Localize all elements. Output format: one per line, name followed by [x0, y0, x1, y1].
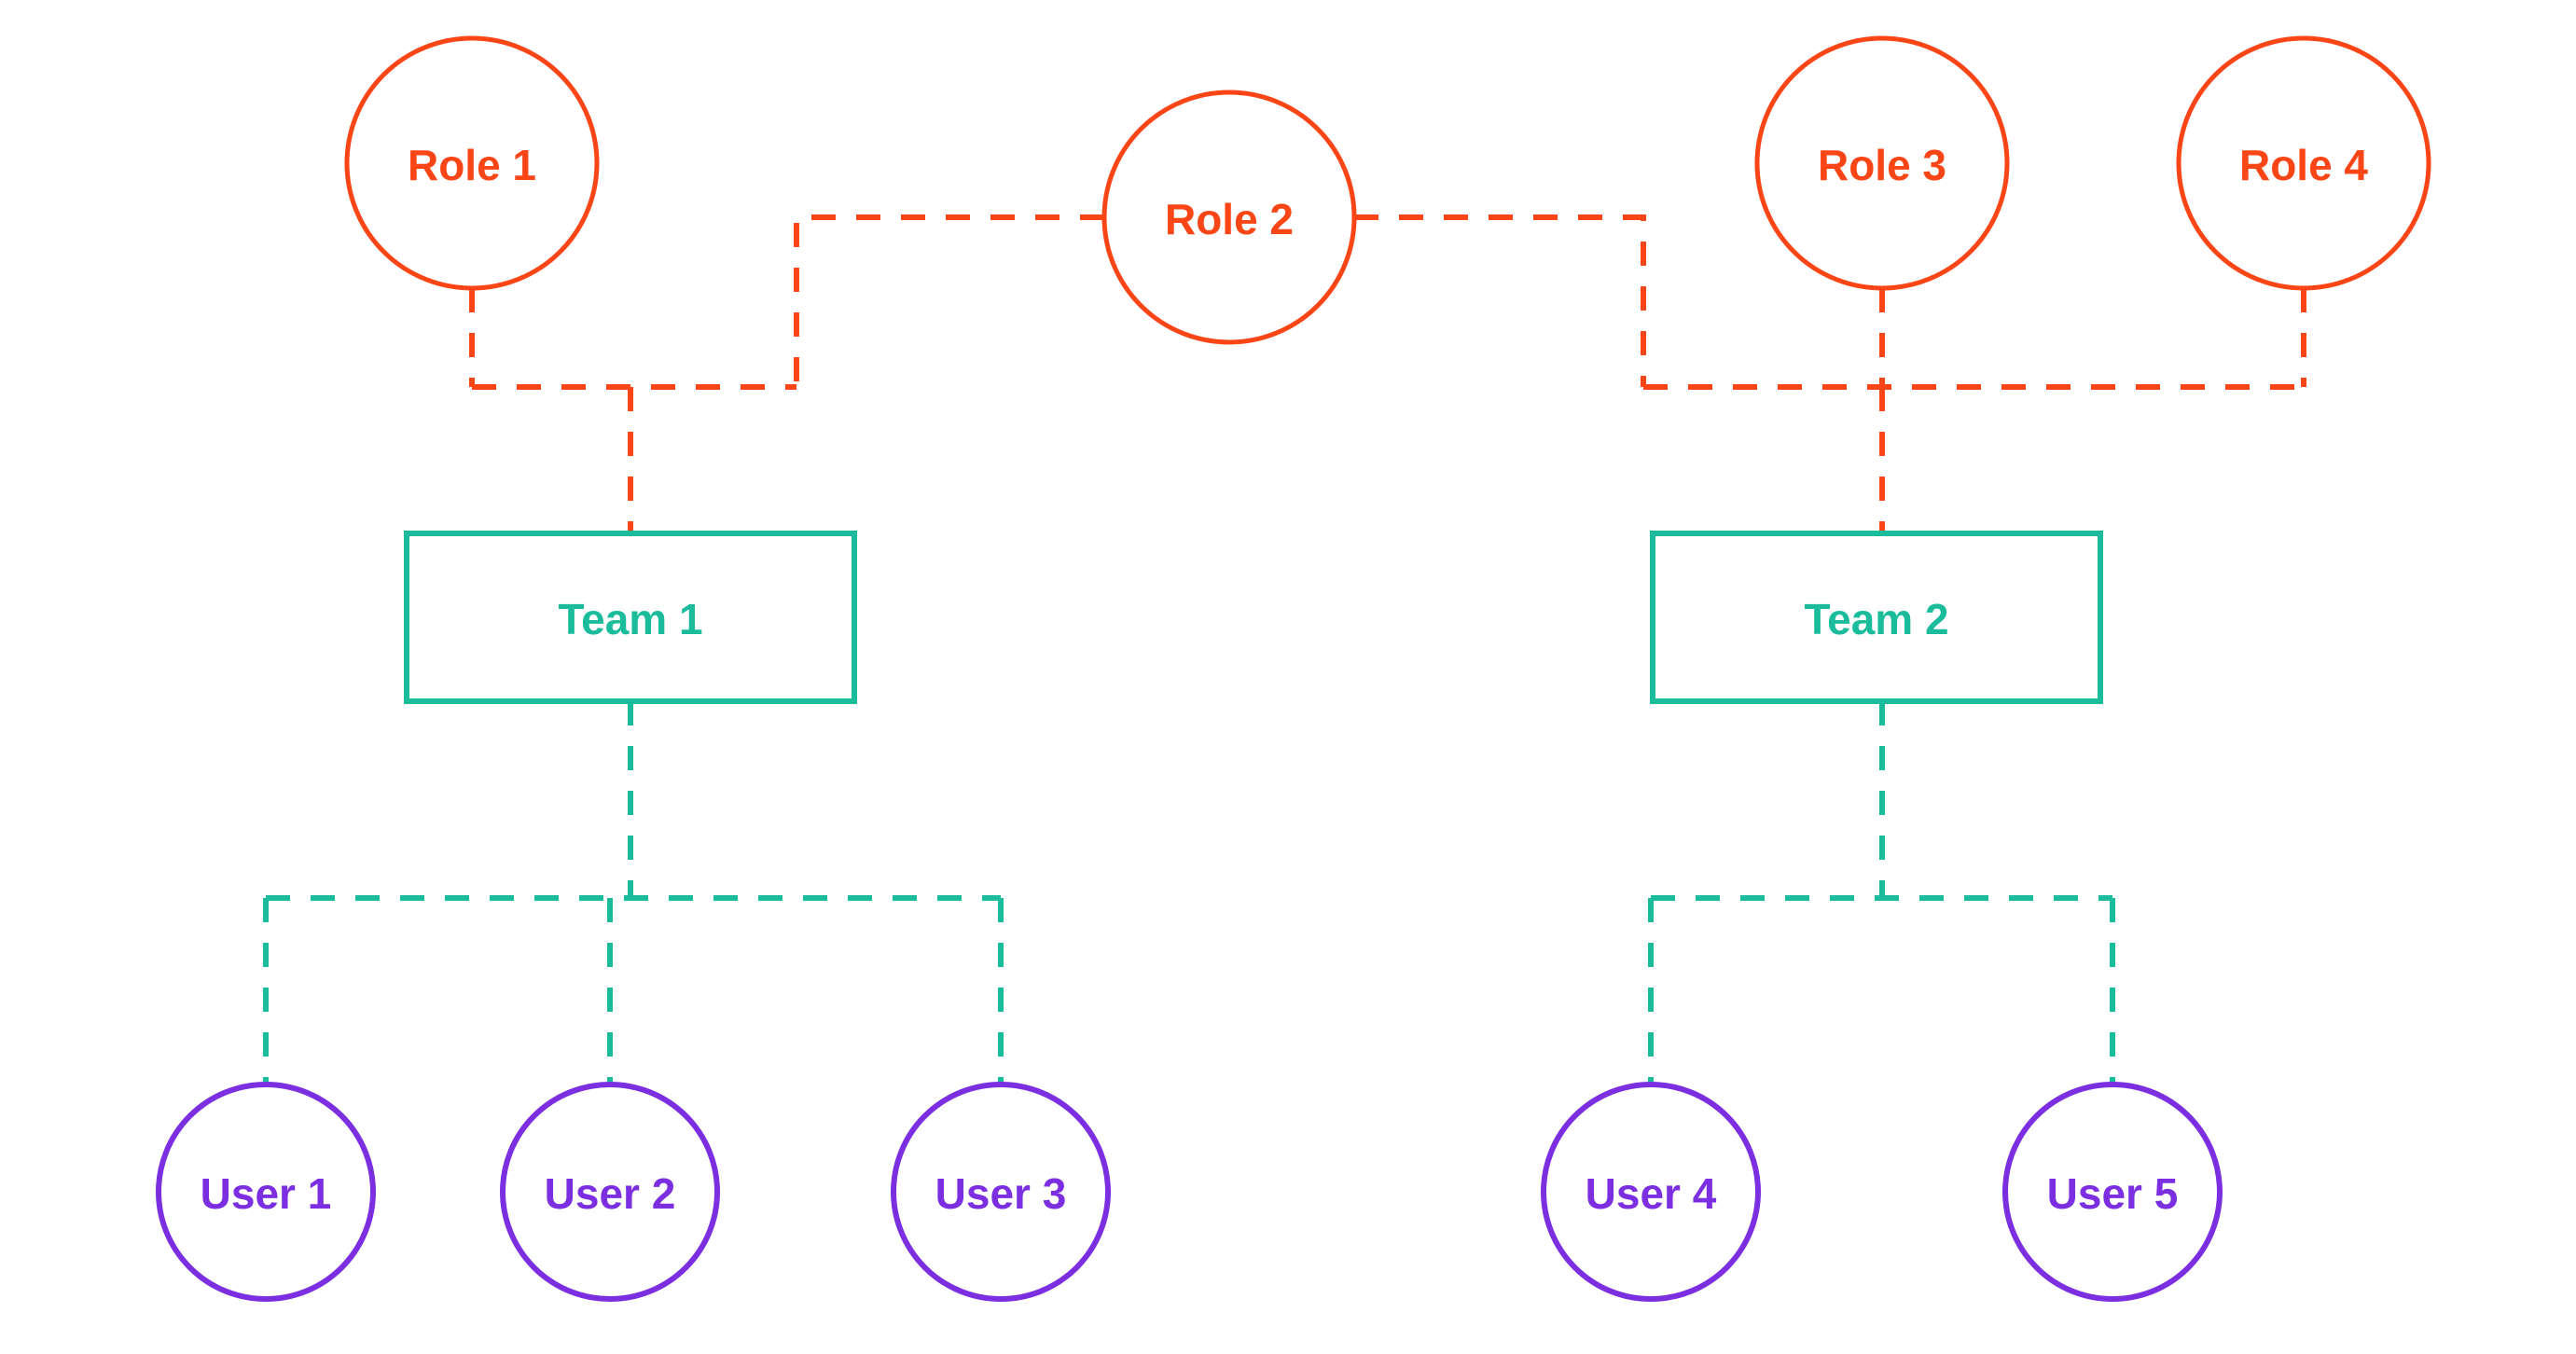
edge-group-team1-to-users	[263, 701, 1004, 1085]
edge-role2-to-team2	[1354, 214, 1646, 387]
role-1-label: Role 1	[408, 141, 536, 189]
team-1-box[interactable]	[404, 531, 857, 704]
node-user-5[interactable]: User 5	[2002, 1082, 2223, 1302]
role-1-circle[interactable]	[344, 35, 600, 291]
role-4-circle[interactable]	[2176, 35, 2431, 291]
user-3-label: User 3	[935, 1169, 1067, 1218]
node-user-1[interactable]: User 1	[156, 1082, 376, 1302]
node-role-4[interactable]: Role 4	[2176, 35, 2431, 291]
team-2-box[interactable]	[1650, 531, 2103, 704]
user-1-label: User 1	[201, 1169, 332, 1218]
role-3-circle[interactable]	[1754, 35, 2010, 291]
user-1-circle[interactable]	[156, 1082, 376, 1302]
edge-group-team2-to-users	[1648, 701, 2115, 1085]
role-3-label: Role 3	[1818, 141, 1946, 189]
node-role-2[interactable]: Role 2	[1101, 90, 1357, 345]
role-2-circle[interactable]	[1101, 90, 1357, 345]
user-3-circle[interactable]	[891, 1082, 1111, 1302]
node-user-4[interactable]: User 4	[1541, 1082, 1761, 1302]
user-5-circle[interactable]	[2002, 1082, 2223, 1302]
node-user-3[interactable]: User 3	[891, 1082, 1111, 1302]
node-role-3[interactable]: Role 3	[1754, 35, 2010, 291]
role-4-label: Role 4	[2239, 141, 2368, 189]
team-2-label: Team 2	[1804, 595, 1948, 643]
team-1-label: Team 1	[558, 595, 702, 643]
node-user-2[interactable]: User 2	[500, 1082, 720, 1302]
edge-group-roles-to-team2	[1354, 214, 2306, 533]
user-4-circle[interactable]	[1541, 1082, 1761, 1302]
node-role-1[interactable]: Role 1	[344, 35, 600, 291]
role-2-label: Role 2	[1165, 195, 1294, 243]
edge-role2-to-team1	[794, 214, 1104, 387]
edge-group-roles-to-team1	[469, 214, 1104, 533]
node-team-2[interactable]: Team 2	[1650, 531, 2103, 704]
user-5-label: User 5	[2047, 1169, 2179, 1218]
node-team-1[interactable]: Team 1	[404, 531, 857, 704]
user-2-circle[interactable]	[500, 1082, 720, 1302]
user-2-label: User 2	[545, 1169, 676, 1218]
user-4-label: User 4	[1586, 1169, 1717, 1218]
